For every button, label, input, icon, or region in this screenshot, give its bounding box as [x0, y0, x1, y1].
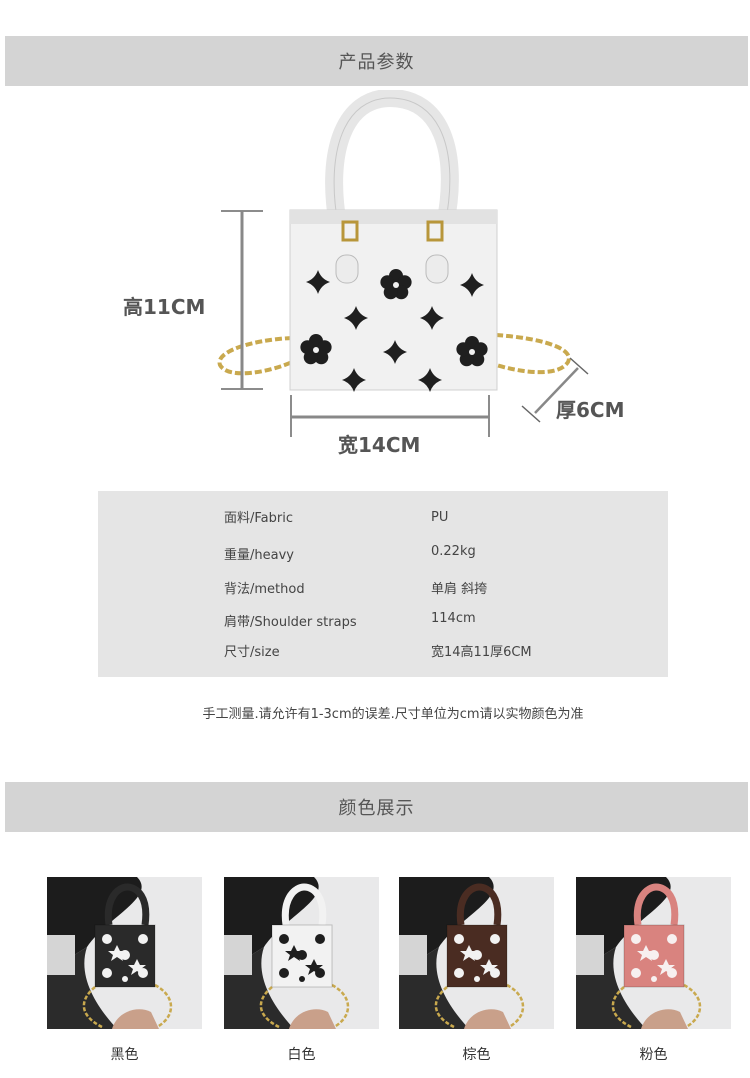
color-swatch-label: 黑色	[110, 1047, 139, 1063]
color-swatch-photo[interactable]	[224, 877, 379, 1029]
spec-value: PU	[431, 510, 449, 525]
spec-key: 面料/Fabric	[224, 511, 293, 526]
color-swatch-photo[interactable]	[47, 877, 202, 1029]
section-title: 颜色展示	[338, 798, 415, 819]
bag-illustration	[217, 88, 589, 437]
spec-key: 重量/heavy	[224, 548, 294, 563]
spec-table: 面料/Fabric PU 重量/heavy 0.22kg 背法/method 单…	[98, 491, 668, 677]
spec-value: 单肩 斜挎	[431, 582, 488, 597]
spec-row: 重量/heavy 0.22kg	[98, 544, 668, 566]
spec-key: 尺寸/size	[224, 645, 280, 660]
section-title: 产品参数	[338, 52, 415, 73]
spec-value: 114cm	[431, 611, 476, 626]
color-swatch-photo[interactable]	[399, 877, 554, 1029]
color-swatch-label: 白色	[287, 1047, 316, 1063]
spec-value: 0.22kg	[431, 544, 476, 559]
spec-key: 肩带/Shoulder straps	[224, 615, 357, 630]
spec-row: 背法/method 单肩 斜挎	[98, 578, 668, 600]
color-swatch-label: 粉色	[639, 1047, 668, 1063]
measurement-note: 手工测量.请允许有1-3cm的误差.尺寸单位为cm请以实物颜色为准	[202, 707, 584, 722]
width-label: 宽14CM	[338, 433, 421, 457]
spec-key: 背法/method	[224, 582, 305, 597]
spec-row: 尺寸/size 宽14高11厚6CM	[98, 641, 668, 663]
spec-row: 肩带/Shoulder straps 114cm	[98, 611, 668, 633]
product-dimension-figure: 高11CM 宽14CM 厚6CM	[0, 88, 750, 470]
color-swatch-label: 棕色	[462, 1047, 491, 1063]
section-header-colors: 颜色展示	[5, 782, 748, 832]
spec-row: 面料/Fabric PU	[98, 507, 668, 529]
section-header-params: 产品参数	[5, 36, 748, 86]
depth-label: 厚6CM	[556, 398, 625, 422]
spec-value: 宽14高11厚6CM	[431, 645, 532, 660]
color-swatch-photo[interactable]	[576, 877, 731, 1029]
height-label: 高11CM	[123, 295, 206, 319]
